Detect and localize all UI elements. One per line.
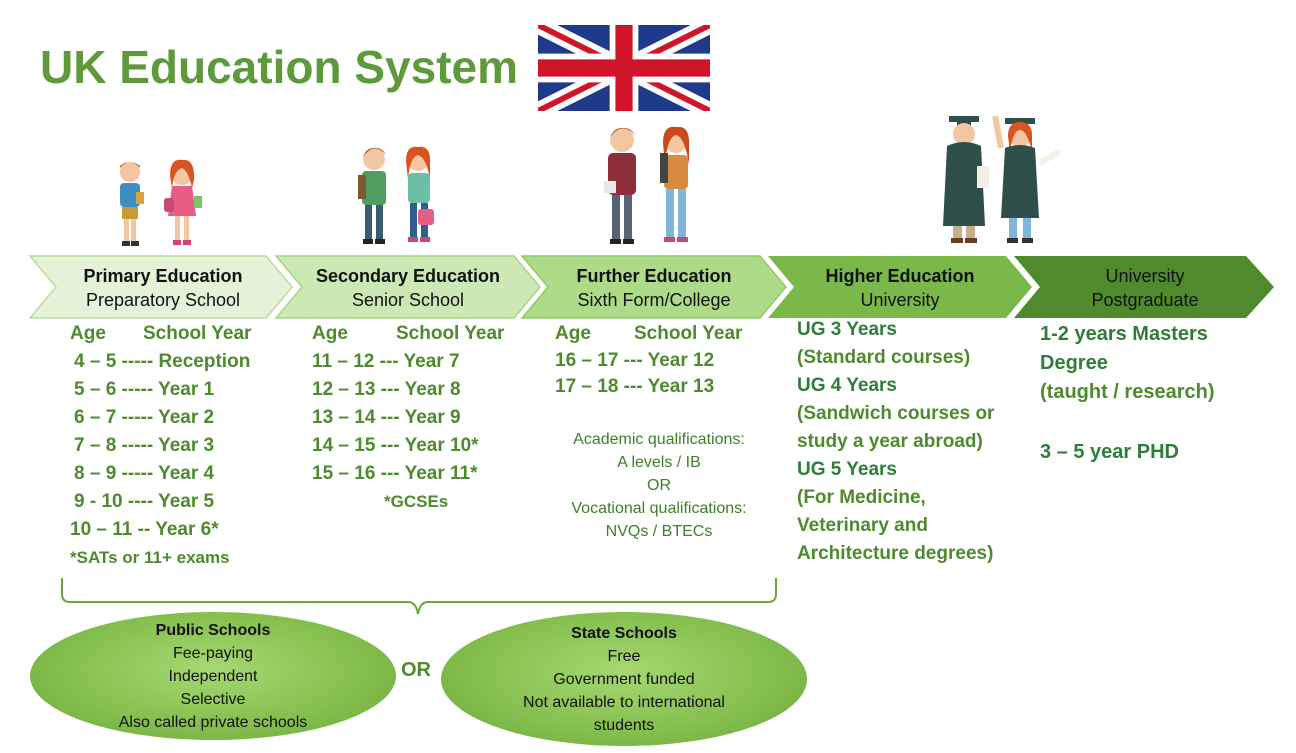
- age-header: Age: [312, 323, 348, 344]
- stage-heading: University: [1105, 266, 1185, 286]
- postgrad-column: 1-2 years Masters Degree (taught / resea…: [1040, 320, 1214, 467]
- page-title: UK Education System: [40, 41, 518, 93]
- qualification-line: Vocational qualifications:: [571, 500, 747, 517]
- higher-line: Veterinary and: [797, 515, 928, 536]
- arrow-postgrad: [1014, 256, 1274, 318]
- primary-children-icon: [120, 159, 202, 246]
- stage-heading: Secondary Education: [315, 266, 501, 286]
- stage-postgrad: University Postgraduate: [1038, 258, 1252, 318]
- stage-sub: University: [860, 290, 940, 310]
- uk-flag-icon: [538, 25, 710, 111]
- further-row: 17 – 18 --- Year 13: [555, 376, 715, 397]
- qualification-line: A levels / IB: [617, 454, 701, 471]
- qualification-line: NVQs / BTECs: [605, 523, 713, 540]
- arrow-higher: [768, 256, 1032, 318]
- stage-further: Further Education Sixth Form/College: [546, 258, 762, 318]
- higher-line: study a year abroad): [797, 431, 983, 452]
- oval-heading: Public Schools: [155, 621, 271, 639]
- primary-row: 4 – 5 ----- Reception: [74, 351, 251, 372]
- stage-sub: Postgraduate: [1091, 290, 1199, 310]
- higher-line: UG 3 Years: [797, 319, 898, 340]
- school-year-header: School Year: [634, 323, 743, 344]
- secondary-row: 14 – 15 --- Year 10*: [312, 435, 479, 456]
- age-header: Age: [70, 323, 106, 344]
- further-students-icon: [604, 126, 690, 244]
- higher-column: UG 3 Years (Standard courses) UG 4 Years…: [797, 316, 994, 568]
- arrow-secondary: [274, 255, 541, 319]
- qualification-line: OR: [647, 477, 671, 494]
- secondary-row: 15 – 16 --- Year 11*: [312, 463, 478, 484]
- school-year-header: School Year: [396, 323, 505, 344]
- higher-line: (Standard courses): [797, 347, 971, 368]
- stage-higher: Higher Education University: [792, 258, 1008, 318]
- postgrad-phd: 3 – 5 year PHD: [1040, 441, 1179, 463]
- secondary-column: Age School Year 11 – 12 --- Year 7 12 – …: [312, 320, 504, 516]
- further-qualifications: Academic qualifications: A levels / IB O…: [545, 428, 773, 543]
- arrow-further: [520, 255, 787, 319]
- arrow-primary: [28, 255, 293, 319]
- stage-heading: Higher Education: [825, 266, 975, 286]
- further-column: Age School Year 16 – 17 --- Year 12 17 –…: [555, 320, 742, 400]
- oval-line: Independent: [168, 667, 258, 685]
- primary-row: 10 – 11 -- Year 6*: [70, 519, 219, 540]
- oval-line: Free: [607, 647, 641, 665]
- stage-sub: Preparatory School: [85, 290, 241, 310]
- state-schools-oval: State Schools Free Government funded Not…: [441, 612, 807, 746]
- age-header: Age: [555, 323, 591, 344]
- further-row: 16 – 17 --- Year 12: [555, 350, 715, 371]
- oval-line: Fee-paying: [172, 644, 254, 662]
- secondary-row: 12 – 13 --- Year 8: [312, 379, 461, 400]
- or-label: OR: [401, 659, 431, 681]
- primary-note: *SATs or 11+ exams: [70, 548, 230, 567]
- secondary-row: 11 – 12 --- Year 7: [312, 351, 460, 372]
- higher-line: UG 4 Years: [797, 375, 898, 396]
- qualification-line: Academic qualifications:: [573, 431, 745, 448]
- higher-line: Architecture degrees): [797, 543, 994, 564]
- secondary-students-icon: [358, 146, 434, 244]
- stage-heading: Further Education: [576, 266, 732, 286]
- oval-line: Not available to international: [523, 693, 725, 711]
- postgrad-line: Degree: [1040, 352, 1108, 374]
- primary-row: 7 – 8 ----- Year 3: [74, 435, 215, 456]
- oval-line: students: [593, 716, 655, 734]
- primary-column: Age School Year 4 – 5 ----- Reception 5 …: [70, 320, 251, 572]
- graduates-icon: [943, 115, 1062, 243]
- higher-line: (For Medicine,: [797, 487, 926, 508]
- stage-sub: Sixth Form/College: [577, 290, 731, 310]
- primary-row: 9 - 10 ---- Year 5: [74, 491, 215, 512]
- secondary-row: 13 – 14 --- Year 9: [312, 407, 461, 428]
- primary-row: 5 – 6 ----- Year 1: [74, 379, 215, 400]
- postgrad-line: 1-2 years Masters: [1040, 323, 1208, 345]
- oval-line: Government funded: [553, 670, 695, 688]
- oval-heading: State Schools: [571, 624, 677, 642]
- stage-secondary: Secondary Education Senior School: [300, 258, 516, 318]
- primary-row: 6 – 7 ----- Year 2: [74, 407, 215, 428]
- stage-sub: Senior School: [351, 290, 465, 310]
- oval-line: Selective: [180, 690, 246, 708]
- higher-line: (Sandwich courses or: [797, 403, 995, 424]
- stage-primary: Primary Education Preparatory School: [56, 258, 270, 318]
- stage-heading: Primary Education: [83, 266, 243, 286]
- public-schools-oval: Public Schools Fee-paying Independent Se…: [30, 612, 396, 740]
- secondary-note: *GCSEs: [384, 492, 449, 511]
- primary-row: 8 – 9 ----- Year 4: [74, 463, 215, 484]
- school-year-header: School Year: [143, 323, 252, 344]
- higher-line: UG 5 Years: [797, 459, 898, 480]
- postgrad-line: (taught / research): [1040, 381, 1215, 403]
- oval-line: Also called private schools: [118, 713, 308, 731]
